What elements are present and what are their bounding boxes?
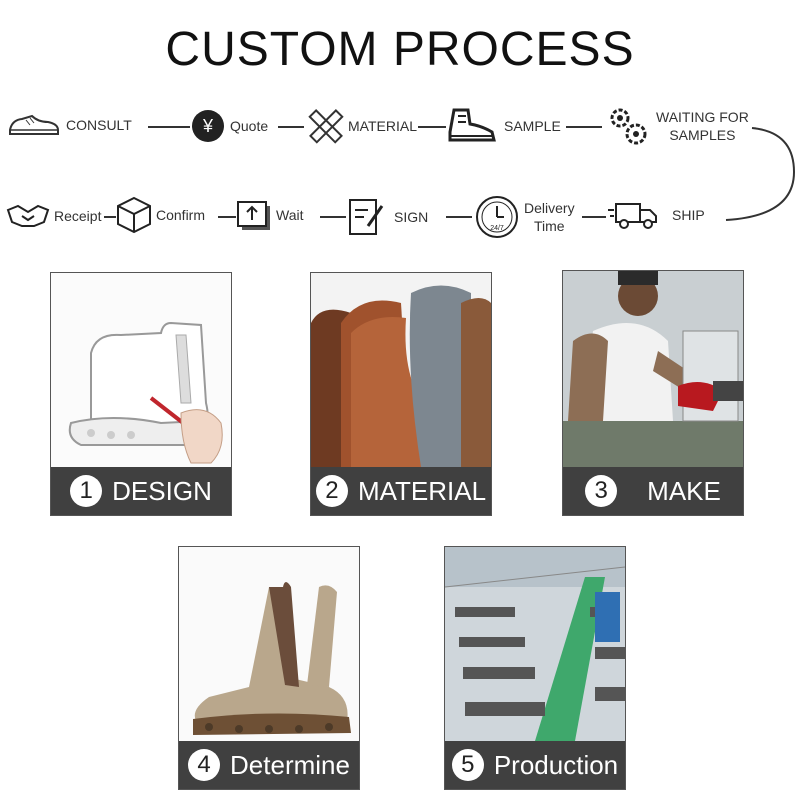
connector [320, 216, 346, 218]
step-label: Receipt [54, 208, 102, 224]
truck-icon [608, 203, 657, 229]
step-number: 5 [451, 749, 484, 781]
step-label: SIGN [394, 209, 429, 225]
card-label: MAKE [647, 475, 721, 506]
step-wait: Wait [236, 198, 303, 232]
step-sign: SIGN [346, 196, 428, 238]
page-title: CUSTOM PROCESS [165, 23, 635, 76]
step-number: 4 [188, 749, 221, 781]
step-confirm: Confirm [116, 196, 205, 234]
ruler-pencil-icon [308, 109, 344, 144]
sneaker-icon [9, 114, 59, 135]
step-label: CONSULT [66, 117, 132, 133]
card-label: MATERIAL [357, 475, 487, 506]
sign-document-icon [349, 199, 384, 235]
card-material: 2 MATERIAL [310, 272, 492, 516]
leather-swatches-image [311, 273, 491, 467]
card-production: 5 Production [444, 546, 626, 790]
card-design: 1 DESIGN [50, 272, 232, 516]
step-label: Quote [230, 118, 269, 134]
card-label-bar: 2 MATERIAL [311, 467, 491, 515]
clock-badge: 24/7 [490, 225, 504, 232]
connector [278, 126, 304, 128]
step-material: MATERIAL [304, 104, 417, 148]
connector [148, 126, 190, 128]
step-label-line1: WAITING FOR [656, 109, 749, 125]
clock-24-7-icon: 24/7 [476, 196, 518, 238]
step-label-line2: SAMPLES [669, 127, 736, 143]
worker-machine-image [563, 271, 743, 467]
step-label: SAMPLE [504, 118, 561, 134]
step-label: Wait [276, 207, 304, 223]
step-quote: ¥ Quote [192, 110, 268, 142]
step-label: Confirm [156, 207, 206, 223]
connector [446, 216, 472, 218]
process-flow: CONSULT ¥ Quote MATERIAL SAMPLE WAITING [0, 0, 800, 260]
connector [418, 126, 446, 128]
box-icon [117, 196, 151, 234]
connector [218, 216, 236, 218]
handshake-icon [6, 204, 50, 227]
step-label: SHIP [672, 207, 705, 223]
card-label: DESIGN [112, 475, 212, 506]
connector [582, 216, 606, 218]
step-number: 3 [585, 475, 618, 507]
yen-coin-icon: ¥ [192, 110, 224, 142]
step-waiting-for-samples: WAITING FOR SAMPLES [606, 104, 749, 148]
factory-floor-image [445, 547, 625, 741]
step-sample: SAMPLE [446, 106, 561, 146]
step-ship: SHIP [608, 200, 705, 230]
step-number: 1 [70, 475, 103, 507]
step-number: 2 [315, 475, 348, 507]
gears-icon [610, 108, 647, 145]
step-label-line2: Time [533, 218, 565, 234]
card-label-bar: 3 MAKE [563, 467, 743, 515]
step-consult: CONSULT [8, 112, 132, 138]
card-label: Production [493, 749, 619, 780]
card-label-bar: 5 Production [445, 741, 625, 789]
step-label: MATERIAL [348, 118, 417, 134]
card-determine: 4 Determine [178, 546, 360, 790]
step-receipt: Receipt [6, 202, 101, 230]
step-label-line1: Delivery [524, 200, 575, 216]
suede-boot-image [179, 547, 359, 741]
card-label-bar: 1 DESIGN [51, 467, 231, 515]
connector [566, 126, 602, 128]
high-top-shoe-icon [448, 108, 496, 142]
card-label-bar: 4 Determine [179, 741, 359, 789]
card-make: 3 MAKE [562, 270, 744, 516]
upload-icon [237, 201, 270, 230]
connector [104, 216, 116, 218]
card-label: Determine [230, 749, 350, 780]
return-connector [725, 127, 796, 221]
boot-sketch-image [51, 273, 231, 467]
step-delivery-time: 24/7 Delivery Time [474, 194, 575, 240]
